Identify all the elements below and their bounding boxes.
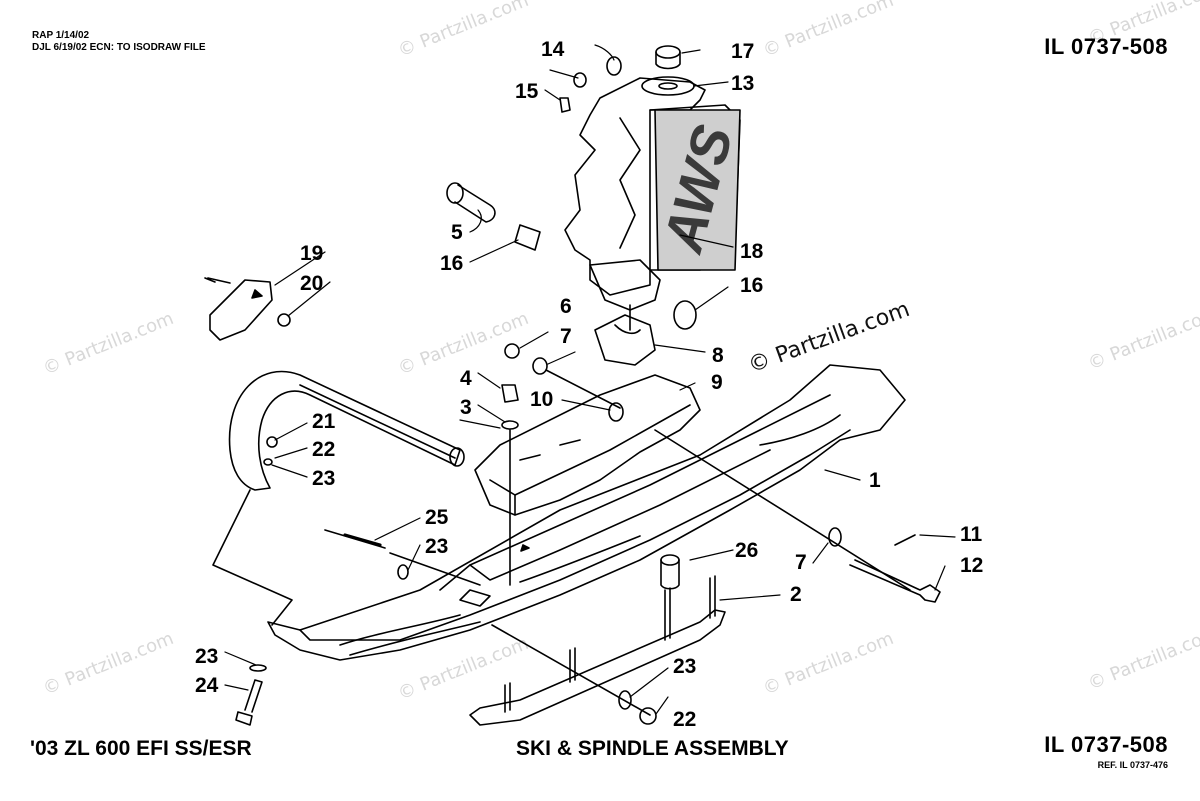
bushing-16b bbox=[673, 300, 697, 330]
callout-19: 19 bbox=[300, 242, 323, 265]
nut-4 bbox=[501, 384, 519, 403]
callout-17: 17 bbox=[731, 40, 754, 63]
illustration-id-bottom: IL 0737-508 bbox=[1044, 732, 1168, 757]
reference-id: REF. IL 0737-476 bbox=[1097, 760, 1168, 770]
bushing-16 bbox=[514, 224, 541, 251]
washer-23 bbox=[618, 690, 632, 710]
callout-23: 23 bbox=[195, 645, 218, 668]
bolt-12 bbox=[849, 559, 941, 603]
callout-1: 1 bbox=[869, 469, 881, 492]
decal: AWS bbox=[650, 109, 745, 271]
callout-26: 26 bbox=[735, 539, 758, 562]
callout-16: 16 bbox=[740, 274, 763, 297]
ski-runner bbox=[469, 575, 726, 726]
model-label: '03 ZL 600 EFI SS/ESR bbox=[30, 737, 252, 760]
bolt-24 bbox=[244, 679, 263, 713]
ski-handle bbox=[228, 370, 465, 491]
screw-19 bbox=[204, 277, 231, 284]
washer-23c bbox=[397, 564, 409, 580]
washer-7 bbox=[532, 357, 548, 375]
assembly-title: SKI & SPINDLE ASSEMBLY bbox=[516, 737, 789, 760]
bushing-26 bbox=[660, 554, 680, 566]
callout-16: 16 bbox=[440, 252, 463, 275]
callout-15: 15 bbox=[515, 80, 539, 103]
ski bbox=[267, 364, 906, 661]
callout-3: 3 bbox=[460, 396, 472, 419]
callout-18: 18 bbox=[740, 240, 764, 263]
callout-21: 21 bbox=[312, 410, 336, 433]
nut-14 bbox=[573, 72, 587, 88]
nut-6 bbox=[504, 343, 520, 359]
callout-12: 12 bbox=[960, 554, 983, 577]
callout-23: 23 bbox=[673, 655, 696, 678]
callout-24: 24 bbox=[195, 674, 219, 697]
cap-17 bbox=[655, 45, 681, 59]
callout-7: 7 bbox=[795, 551, 807, 574]
pad-8 bbox=[594, 314, 656, 366]
illustration-id-top: IL 0737-508 bbox=[1044, 34, 1168, 59]
callout-20: 20 bbox=[300, 272, 323, 295]
saddle bbox=[474, 374, 701, 516]
washer-3 bbox=[501, 420, 519, 430]
callout-10: 10 bbox=[530, 388, 553, 411]
callout-2: 2 bbox=[790, 583, 802, 606]
washer-23d bbox=[249, 664, 267, 672]
callout-11: 11 bbox=[960, 523, 983, 546]
bracket-20 bbox=[209, 279, 273, 341]
callout-23: 23 bbox=[312, 467, 335, 490]
nut-20 bbox=[277, 313, 291, 327]
cotter-11 bbox=[894, 534, 916, 546]
callout-6: 6 bbox=[560, 295, 572, 318]
bushing-5 bbox=[454, 184, 496, 223]
callout-7: 7 bbox=[560, 325, 572, 348]
callout-14: 14 bbox=[541, 38, 565, 61]
callout-13: 13 bbox=[731, 72, 754, 95]
washer-23b bbox=[263, 458, 273, 466]
callout-22: 22 bbox=[312, 438, 335, 461]
callout-4: 4 bbox=[460, 367, 472, 390]
callout-9: 9 bbox=[711, 371, 723, 394]
washer-7b bbox=[828, 527, 842, 547]
callout-22: 22 bbox=[673, 708, 696, 731]
callout-5: 5 bbox=[451, 221, 463, 244]
washer-10 bbox=[608, 402, 624, 422]
callout-23: 23 bbox=[425, 535, 448, 558]
revision-note-2: DJL 6/19/02 ECN: TO ISODRAW FILE bbox=[32, 42, 206, 53]
callout-8: 8 bbox=[712, 344, 724, 367]
revision-note-1: RAP 1/14/02 bbox=[32, 30, 90, 41]
washer-14 bbox=[606, 56, 622, 76]
nut-15 bbox=[559, 97, 571, 113]
nut-22 bbox=[639, 707, 657, 725]
bolt-axis bbox=[654, 429, 911, 591]
callout-25: 25 bbox=[425, 506, 449, 529]
